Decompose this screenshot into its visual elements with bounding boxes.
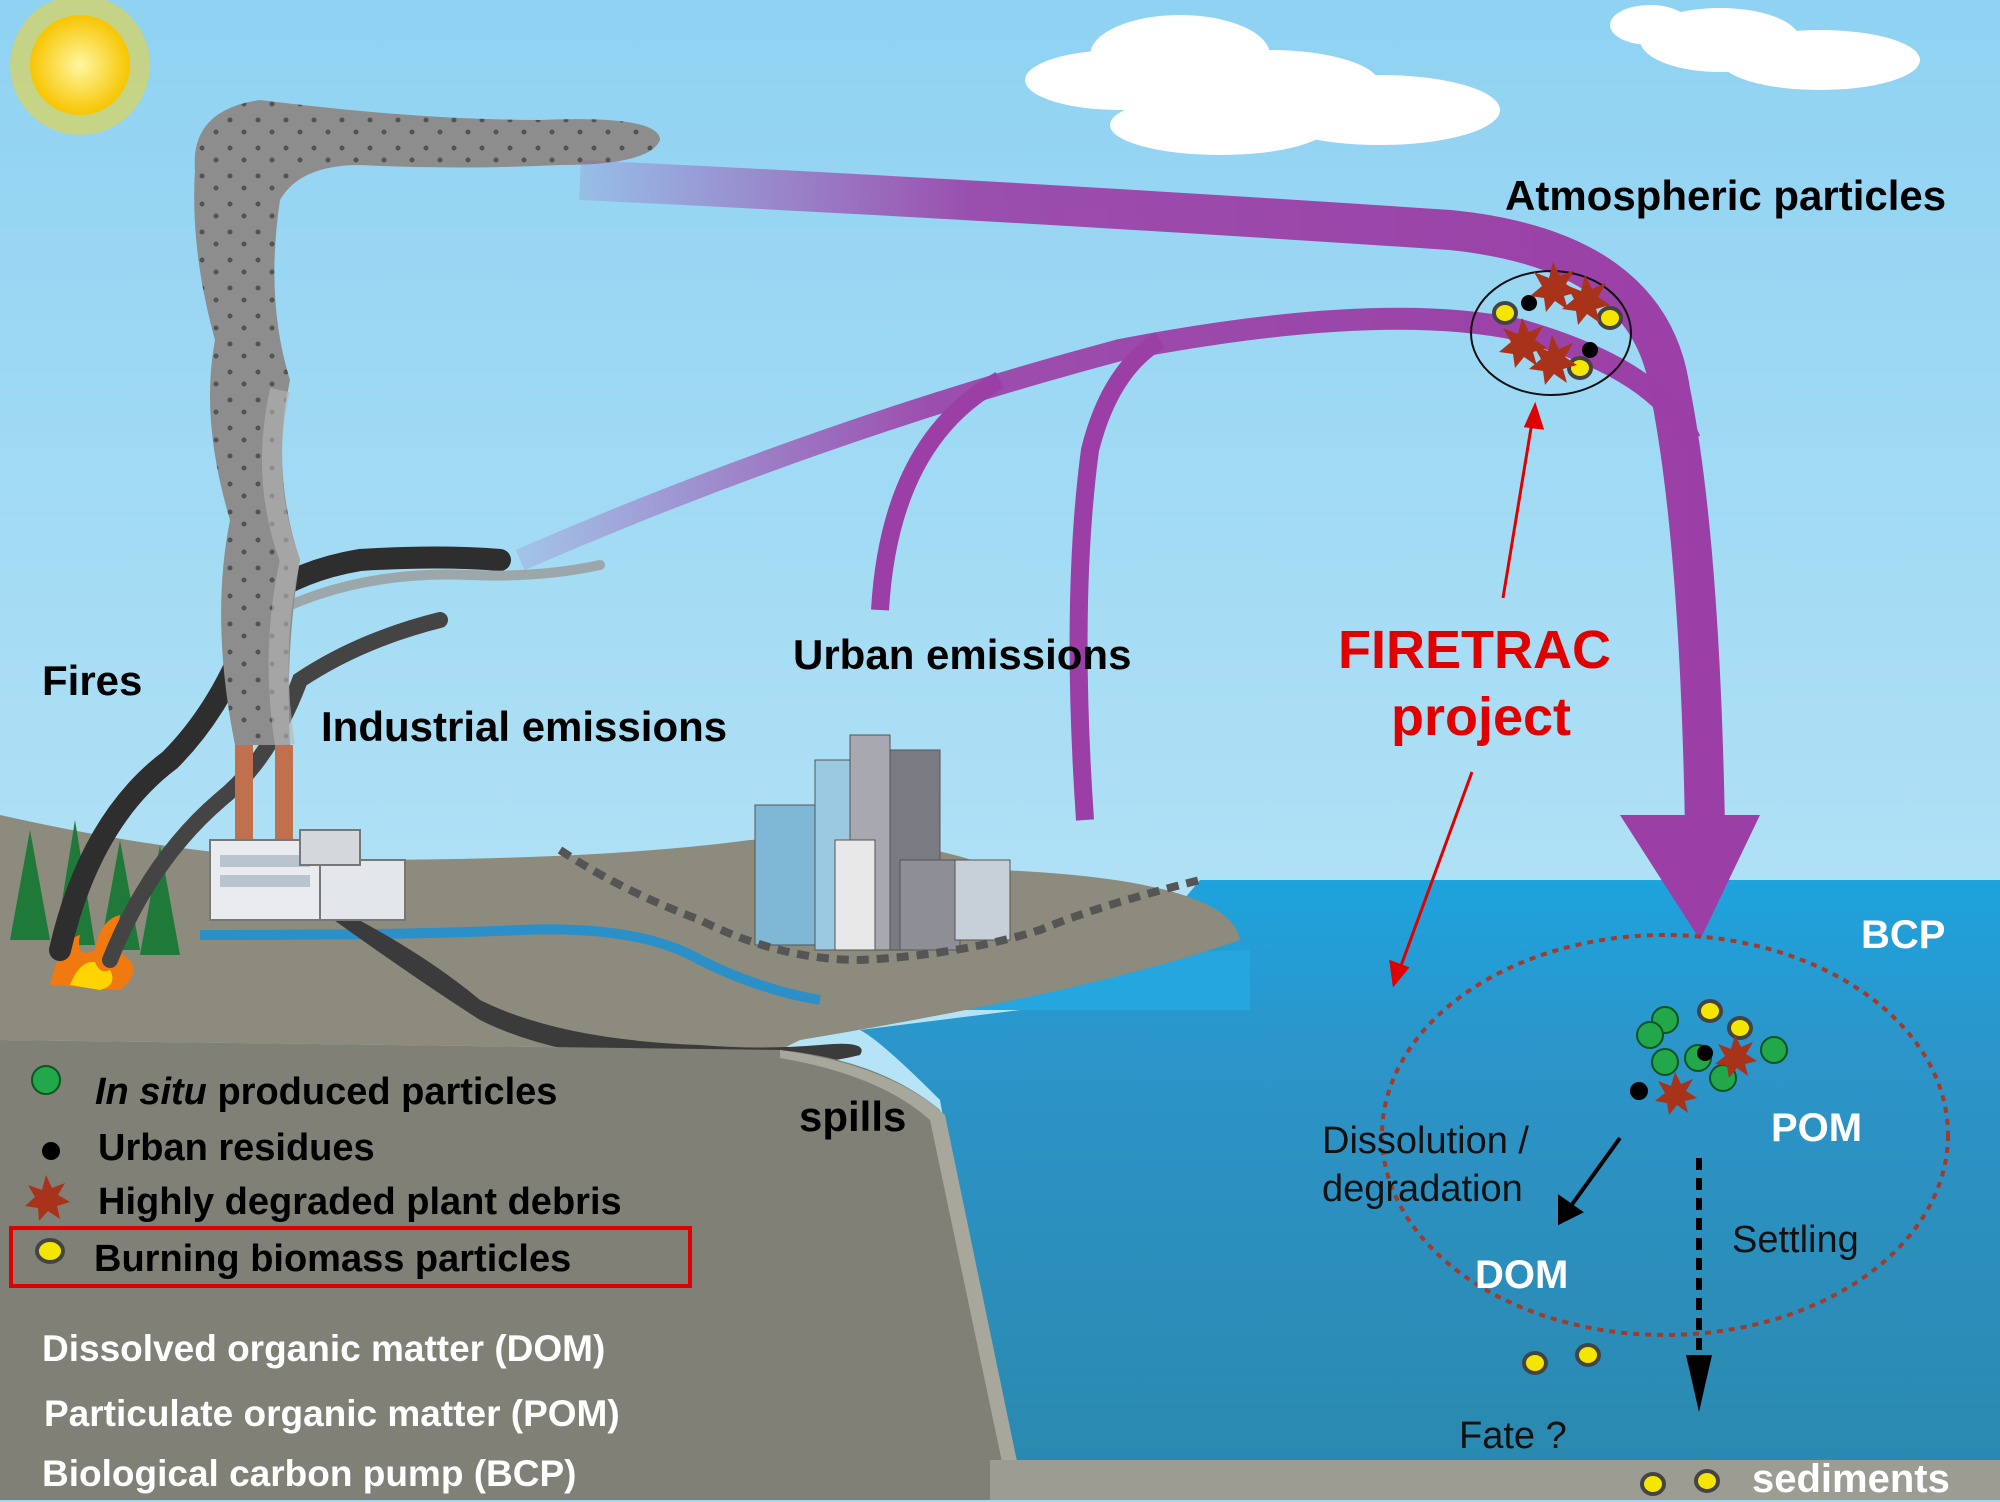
urban-arrow-1 [871,372,1005,611]
firetrac-label: FIRETRAC [1338,620,1611,680]
spill [320,905,862,1067]
atmospheric-particles-label: Atmospheric particles [1505,172,1947,219]
settling-arrow [1686,1158,1712,1412]
main-arrowhead [1620,815,1760,940]
definition-dom: Dissolved organic matter (DOM) [42,1328,606,1369]
sediments-label: sediments [1752,1457,1950,1501]
legend-urban-marker [42,1142,60,1160]
cloud-icon [1025,5,1920,155]
legend-highlight-box [9,1226,692,1288]
city-icon [557,734,1201,965]
dom-label: DOM [1475,1253,1569,1297]
industrial-arrow [515,307,1701,571]
spills-label: spills [799,1093,907,1140]
legend-biomass-marker [35,1238,65,1264]
bcp-boundary [1380,933,1950,1337]
sun-icon [10,0,150,135]
smoke-plume-icon [194,100,660,747]
pom-particles [1630,999,1788,1115]
firetrac-arrows [1389,401,1545,988]
urban-arrow-2 [1069,332,1165,821]
legend-burning-biomass: Burning biomass particles [94,1238,572,1280]
fate-label: Fate ? [1459,1415,1567,1457]
dissolution-arrow [1558,1136,1622,1226]
factory-icon [209,745,406,921]
flame-icon [50,915,134,990]
ocean [860,880,2000,1500]
legend-insitu-marker [31,1065,61,1095]
foreground-ground [0,1040,1020,1500]
definition-pom: Particulate organic matter (POM) [44,1393,620,1434]
emission-arrows [515,160,1760,940]
definition-bcp: Biological carbon pump (BCP) [42,1453,577,1494]
sediment-particles [1640,1469,1720,1496]
pom-label: POM [1771,1106,1863,1150]
fires-label: Fires [42,657,143,704]
atmospheric-particles-group [1470,262,1632,396]
legend-insitu-italic: In situ [95,1071,207,1113]
degradation-label: degradation [1322,1168,1523,1210]
legend-urban-residues: Urban residues [98,1127,375,1169]
firetrac-project-label: project [1391,687,1572,747]
settling-label: Settling [1732,1219,1859,1261]
main-arrow [579,160,1725,831]
sediment-floor [990,1460,2000,1500]
legend-plant-debris: Highly degraded plant debris [98,1181,622,1223]
legend-insitu-rest: produced particles [217,1071,558,1113]
legend-debris-marker [25,1175,70,1221]
industrial-emissions-label: Industrial emissions [321,703,728,750]
bcp-label: BCP [1861,913,1946,957]
fate-particles [1522,1343,1601,1375]
legend-markers [9,1065,692,1288]
urban-emissions-label: Urban emissions [793,631,1132,678]
dissolution-label: Dissolution / [1322,1120,1529,1162]
legend-insitu: In situ produced particles [95,1071,557,1114]
